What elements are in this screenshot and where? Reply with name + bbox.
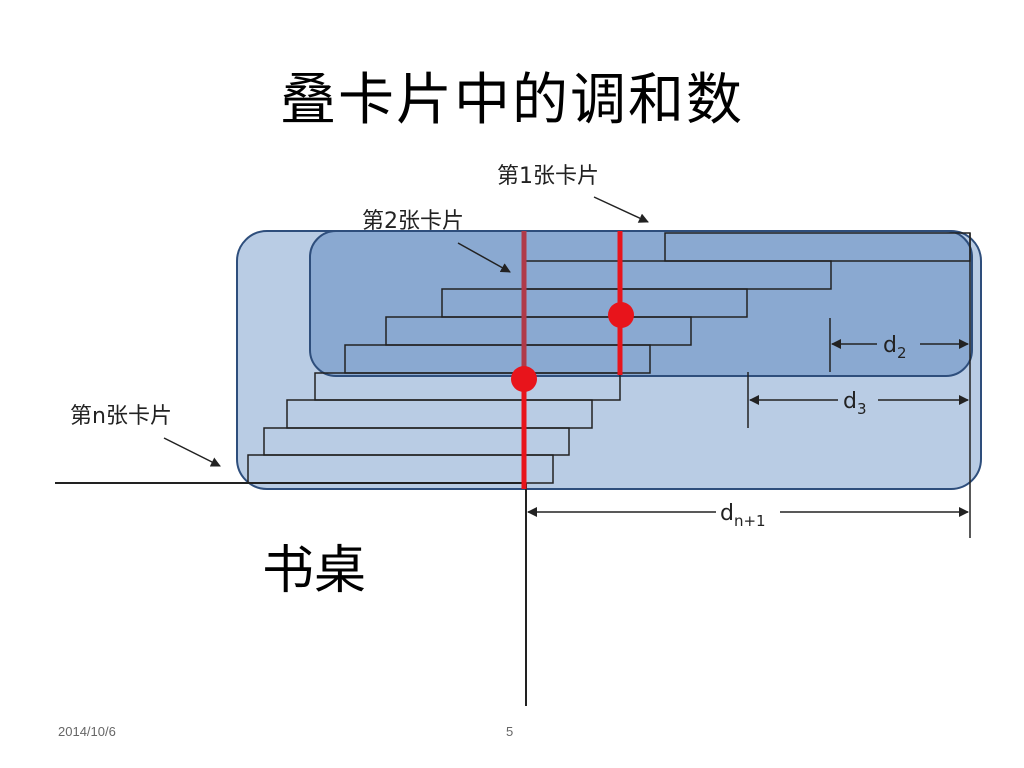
card-n-pointer-arrow <box>163 437 221 467</box>
dn1-label: dn+1 <box>720 501 766 530</box>
d2-label: d2 <box>883 333 907 362</box>
card-1-label: 第1张卡片 <box>497 164 599 189</box>
card-2-pointer-arrow <box>457 242 511 273</box>
slide-title: 叠卡片中的调和数 <box>280 68 744 133</box>
card-1-pointer-arrow <box>593 196 649 223</box>
cards <box>247 232 971 484</box>
d3-label: d3 <box>843 389 867 418</box>
card-n <box>247 454 554 484</box>
center-of-mass-dot-top <box>608 302 634 328</box>
slide-date: 2014/10/6 <box>58 724 116 739</box>
desk-label: 书桌 <box>262 541 366 601</box>
inner-stack-box <box>309 230 973 377</box>
center-of-mass-dot-all <box>511 366 537 392</box>
slide-page-number: 5 <box>506 724 514 739</box>
card-n-label: 第n张卡片 <box>70 404 172 429</box>
card-2-label: 第2张卡片 <box>362 209 464 234</box>
